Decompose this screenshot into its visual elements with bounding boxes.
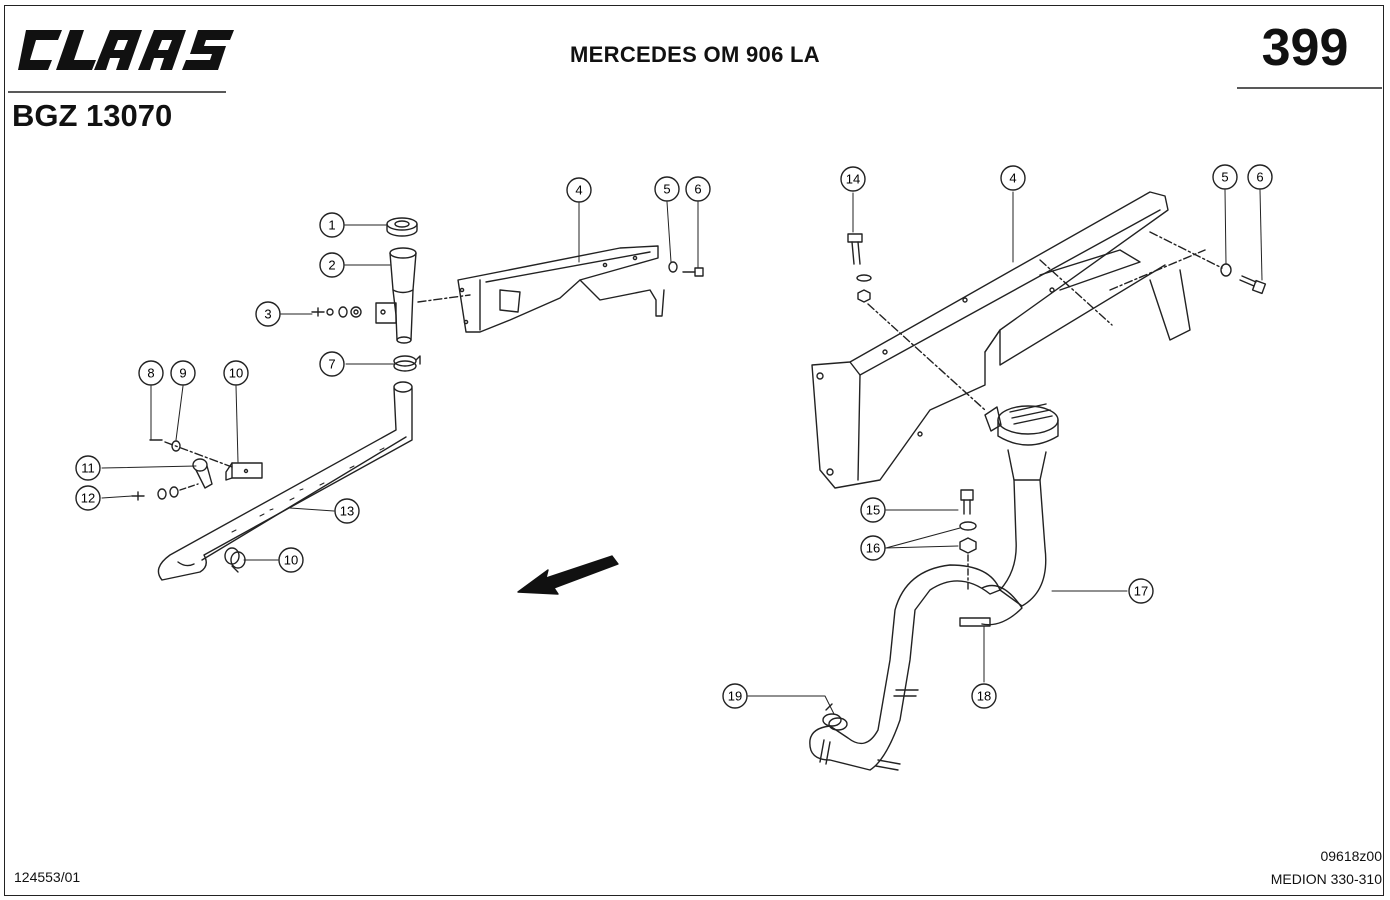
callout-5: 5: [1212, 164, 1238, 190]
callout-label: 3: [264, 307, 271, 322]
callout-label: 19: [728, 689, 742, 704]
callout-8: 8: [138, 360, 164, 386]
page-border: [4, 5, 1384, 896]
part-bracket-4-left: [457, 245, 665, 333]
callout-label: 5: [663, 182, 670, 197]
page-number: 399: [1261, 19, 1349, 77]
assembly-line: [417, 294, 471, 303]
part-filler-hose-17: [809, 403, 1059, 771]
travel-direction-arrow: [517, 555, 619, 595]
figure-code: 09618z00: [1320, 848, 1382, 864]
part-bolt-washer-nut-3: [311, 306, 362, 318]
callout-18: 18: [971, 683, 997, 709]
callout-label: 7: [328, 357, 335, 372]
part-bolt-washer-nut-14: [847, 233, 986, 411]
machine-model: MEDION 330-310: [1270, 871, 1382, 887]
part-washer-5-left: [668, 261, 678, 273]
callout-17: 17: [1128, 578, 1154, 604]
callout-label: 14: [846, 172, 860, 187]
part-hose-13: [157, 381, 413, 581]
part-bracket-4-right: [811, 191, 1191, 489]
callout-9: 9: [170, 360, 196, 386]
callout-label: 17: [1134, 584, 1148, 599]
callout-13: 13: [334, 498, 360, 524]
callout-label: 4: [1009, 171, 1016, 186]
callout-2: 2: [319, 252, 345, 278]
part-hose-clamp-19: [822, 703, 848, 731]
callout-label: 12: [81, 491, 95, 506]
callout-label: 15: [866, 503, 880, 518]
page-title: MERCEDES OM 906 LA: [570, 42, 820, 67]
part-clip-11: [192, 458, 213, 489]
callout-label: 13: [340, 504, 354, 519]
callout-label: 8: [147, 366, 154, 381]
callout-label: 4: [575, 183, 582, 198]
callout-7: 7: [319, 351, 345, 377]
callout-label: 18: [977, 689, 991, 704]
part-bolt-6-left: [682, 267, 704, 277]
part-washer-5-right: [1220, 263, 1232, 277]
part-bolt-15: [960, 489, 974, 515]
callout-10: 10: [223, 360, 249, 386]
part-bolt-washer-12: [131, 483, 199, 501]
callout-11: 11: [75, 455, 101, 481]
callout-10: 10: [278, 547, 304, 573]
document-number: 124553/01: [14, 869, 81, 885]
part-bolt-6-right: [1239, 275, 1267, 295]
callout-label: 10: [284, 553, 298, 568]
callout-6: 6: [1247, 164, 1273, 190]
callout-16: 16: [860, 535, 886, 561]
claas-logo: [18, 30, 234, 70]
callout-4: 4: [566, 177, 592, 203]
callout-19: 19: [722, 683, 748, 709]
callout-12: 12: [75, 485, 101, 511]
callout-15: 15: [860, 497, 886, 523]
callout-4: 4: [1000, 165, 1026, 191]
group-code: BGZ 13070: [12, 98, 173, 133]
part-filler-neck: [375, 247, 417, 344]
callout-label: 2: [328, 258, 335, 273]
callout-5: 5: [654, 176, 680, 202]
part-washer-16: [959, 521, 977, 531]
part-hose-clamp-10-top: [393, 355, 421, 372]
callout-3: 3: [255, 301, 281, 327]
callout-label: 6: [1256, 170, 1263, 185]
part-hose-clamp-10-bottom: [224, 547, 246, 573]
callout-label: 16: [866, 541, 880, 556]
callout-label: 6: [694, 182, 701, 197]
callout-label: 5: [1221, 170, 1228, 185]
callout-label: 1: [328, 218, 335, 233]
part-cap: [386, 217, 418, 237]
callout-1: 1: [319, 212, 345, 238]
part-bracket-9: [225, 462, 263, 481]
part-washer-8: [171, 440, 181, 452]
callout-14: 14: [840, 166, 866, 192]
callout-label: 11: [81, 461, 95, 476]
part-nut-16: [959, 537, 977, 554]
callout-6: 6: [685, 176, 711, 202]
callout-label: 10: [229, 366, 243, 381]
callout-label: 9: [179, 366, 186, 381]
